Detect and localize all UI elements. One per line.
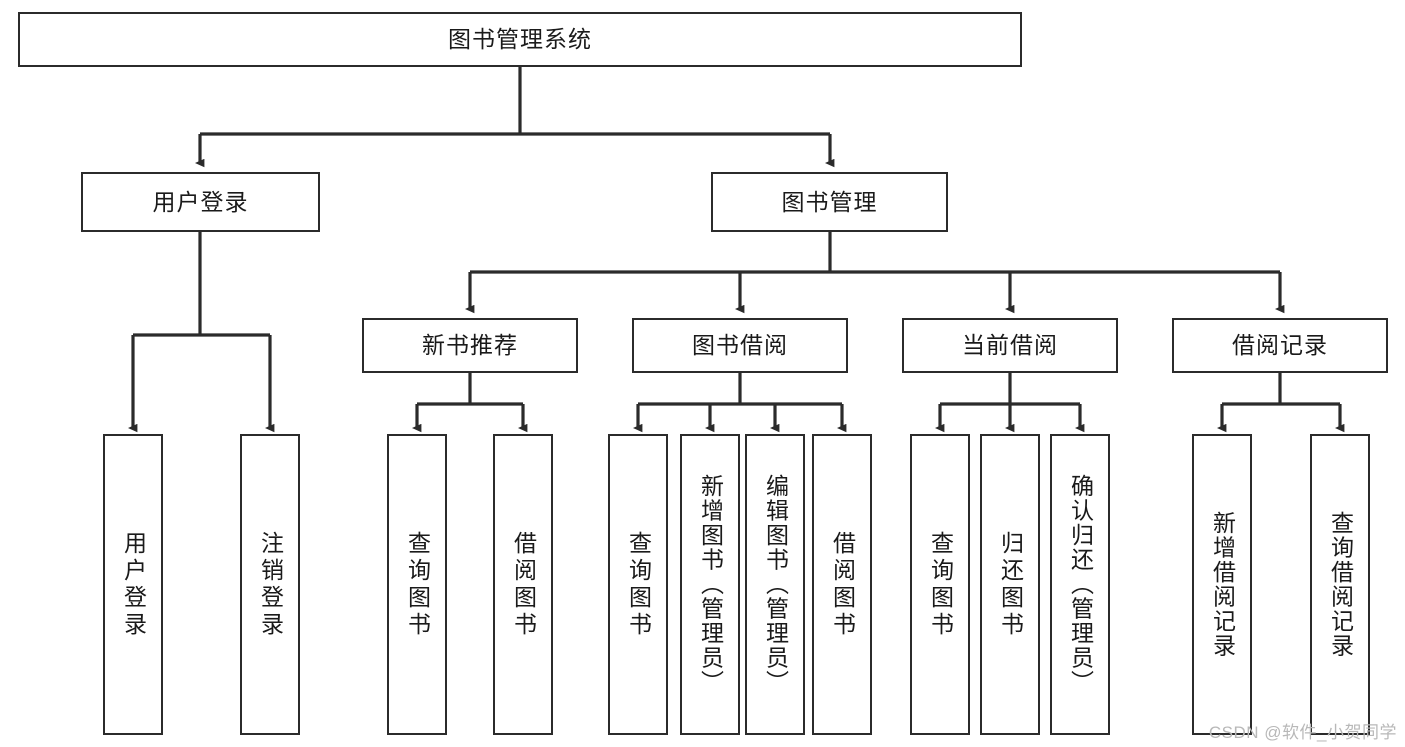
node-leaf-confirm-return[interactable]: 确认归还（管理员） — [1050, 434, 1110, 735]
node-leaf-borrow-book-2-label: 借阅图书 — [829, 530, 856, 639]
node-leaf-borrow-book-2[interactable]: 借阅图书 — [812, 434, 872, 735]
node-new-book-recommend[interactable]: 新书推荐 — [362, 318, 578, 373]
node-leaf-query-book-3-label: 查询图书 — [927, 530, 954, 639]
node-new-book-recommend-label: 新书推荐 — [422, 332, 518, 359]
node-current-borrow[interactable]: 当前借阅 — [902, 318, 1118, 373]
node-leaf-user-login-label: 用户登录 — [120, 530, 147, 639]
node-user-login-label: 用户登录 — [152, 188, 249, 215]
node-current-borrow-label: 当前借阅 — [962, 332, 1058, 359]
node-leaf-query-book-1-label: 查询图书 — [404, 530, 431, 639]
node-leaf-logout[interactable]: 注销登录 — [240, 434, 300, 735]
node-leaf-logout-label: 注销登录 — [257, 530, 284, 639]
node-leaf-add-record-label: 新增借阅记录 — [1209, 511, 1236, 658]
node-leaf-return-book-label: 归还图书 — [997, 530, 1024, 639]
node-user-login[interactable]: 用户登录 — [81, 172, 320, 232]
node-leaf-query-book-2[interactable]: 查询图书 — [608, 434, 668, 735]
node-book-manage[interactable]: 图书管理 — [711, 172, 948, 232]
node-book-borrow-label: 图书借阅 — [692, 332, 788, 359]
node-leaf-edit-book[interactable]: 编辑图书（管理员） — [745, 434, 805, 735]
node-root[interactable]: 图书管理系统 — [18, 12, 1022, 67]
node-leaf-query-record-label: 查询借阅记录 — [1327, 511, 1354, 658]
node-book-manage-label: 图书管理 — [781, 188, 878, 215]
node-leaf-query-record[interactable]: 查询借阅记录 — [1310, 434, 1370, 735]
node-leaf-add-book-label: 新增图书（管理员） — [697, 474, 724, 695]
watermark-text: CSDN @软件_小贺同学 — [1208, 723, 1397, 742]
node-leaf-borrow-book-1-label: 借阅图书 — [510, 530, 537, 639]
node-leaf-add-record[interactable]: 新增借阅记录 — [1192, 434, 1252, 735]
node-book-borrow[interactable]: 图书借阅 — [632, 318, 848, 373]
node-leaf-query-book-2-label: 查询图书 — [625, 530, 652, 639]
node-borrow-record[interactable]: 借阅记录 — [1172, 318, 1388, 373]
node-leaf-user-login[interactable]: 用户登录 — [103, 434, 163, 735]
node-root-label: 图书管理系统 — [448, 26, 592, 53]
node-leaf-borrow-book-1[interactable]: 借阅图书 — [493, 434, 553, 735]
node-leaf-return-book[interactable]: 归还图书 — [980, 434, 1040, 735]
node-leaf-query-book-3[interactable]: 查询图书 — [910, 434, 970, 735]
node-leaf-query-book-1[interactable]: 查询图书 — [387, 434, 447, 735]
node-leaf-edit-book-label: 编辑图书（管理员） — [762, 474, 789, 695]
node-leaf-add-book[interactable]: 新增图书（管理员） — [680, 434, 740, 735]
node-leaf-confirm-return-label: 确认归还（管理员） — [1067, 474, 1094, 695]
node-borrow-record-label: 借阅记录 — [1232, 332, 1328, 359]
